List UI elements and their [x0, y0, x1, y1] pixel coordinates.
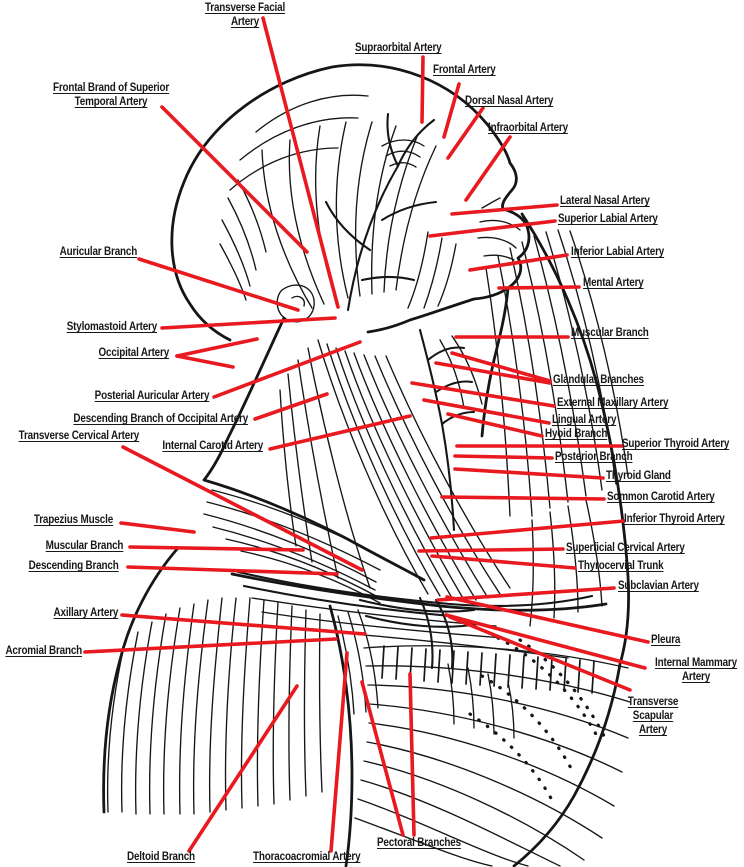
label-supraorbital-artery: Supraorbital Artery — [355, 42, 442, 54]
label-line-1: Internal Mammary — [655, 657, 737, 669]
label-deltoid-branch: Deltoid Branch — [127, 851, 195, 863]
leader-posterial-auricular-artery — [212, 340, 362, 399]
leader-posterior-branch — [453, 454, 554, 460]
label-muscular-branch-right: Muscular Branch — [571, 327, 649, 339]
label-trapezius-muscle: Trapezius Muscle — [33, 514, 113, 526]
label-descending-branch: Descending Branch — [29, 560, 119, 572]
leader-frontal-brand-of-superior-temporal-artery — [160, 105, 309, 254]
label-thyroid-gland: Thyroid Gland — [606, 470, 671, 482]
leader-glandular-branches-2 — [434, 361, 552, 385]
label-line-2: Artery — [638, 724, 668, 736]
label-pleura: Pleura — [651, 634, 681, 646]
leader-superficial-cervical-artery — [417, 547, 565, 553]
leader-pleura — [445, 595, 650, 644]
leader-thoracoacromial-artery — [329, 651, 349, 853]
leader-lateral-nasal-artery — [450, 203, 559, 216]
leader-mental-artery — [497, 285, 581, 290]
leader-frontal-artery — [442, 82, 461, 139]
label-infraorbital-artery: Infraorbital Artery — [488, 122, 568, 134]
label-inferior-thyroid-artery: Inferior Thyroid Artery — [624, 513, 725, 525]
leader-glandular-branches-1 — [450, 351, 552, 383]
leader-transverse-scapular-artery — [448, 615, 632, 692]
leader-dorsal-nasal-artery — [446, 106, 485, 160]
label-external-maxillary-artery: External Maxillary Artery — [557, 397, 669, 409]
leader-descending-branch — [126, 565, 339, 576]
leader-lines — [83, 16, 650, 853]
label-auricular-branch: Auricular Branch — [59, 246, 138, 258]
label-lateral-nasal-artery: Lateral Nasal Artery — [560, 195, 650, 207]
leader-deltoid-branch — [187, 684, 299, 853]
leader-thyroid-gland — [453, 467, 605, 480]
label-thyrocervial-trunk: Thyrocervial Trunk — [578, 560, 664, 572]
label-frontal-artery: Frontal Artery — [433, 64, 496, 76]
label-stylomastoid-artery: Stylomastoid Artery — [66, 321, 158, 333]
label-superficial-cervical-artery: Superficial Cervical Artery — [566, 542, 685, 554]
leader-thyrocervial-trunk — [430, 554, 577, 570]
label-sommon-carotid-artery: Sommon Carotid Artery — [607, 491, 715, 503]
leader-lingual-artery — [422, 398, 551, 425]
label-internal-carotid-artery: Internal Carotid Artery — [162, 440, 263, 452]
label-superior-thyroid-artery: Superior Thyroid Artery — [622, 438, 730, 450]
leader-occipital-artery-1 — [175, 337, 259, 358]
leader-pectoral-branches-2 — [408, 672, 416, 837]
label-muscular-branch-left: Muscular Branch — [45, 540, 123, 552]
label-posterior-branch: Posterior Branch — [555, 451, 633, 463]
label-dorsal-nasal-artery: Dorsal Nasal Artery — [465, 95, 554, 107]
label-line-1: Frontal Brand of Superior — [52, 82, 170, 94]
label-glandular-branches: Glandular Branches — [553, 374, 644, 386]
leader-acromial-branch — [83, 637, 338, 654]
label-inferior-labial-artery: Inferior Labial Artery — [571, 246, 665, 258]
label-thoracoacromial-artery: Thoracoacromial Artery — [253, 851, 361, 863]
leader-trapezius-muscle — [119, 521, 196, 534]
leader-infraorbital-artery — [464, 135, 512, 202]
leader-transverse-facial-artery — [261, 16, 340, 309]
label-posterial-auricular-artery: Posterial Auricular Artery — [94, 390, 209, 402]
leader-superior-labial-artery — [428, 219, 557, 238]
leader-sommon-carotid-artery — [440, 495, 606, 501]
leader-subclavian-artery — [436, 586, 616, 602]
leader-descending-branch-of-occipital-artery — [253, 392, 329, 421]
leader-inferior-thyroid-artery — [429, 519, 626, 540]
leader-pectoral-branches-1 — [360, 680, 405, 837]
label-line-2: Artery — [681, 671, 711, 683]
leader-occipital-artery-2 — [175, 354, 235, 369]
label-transverse-facial-artery: Transverse Facial Artery — [204, 2, 286, 28]
leader-hyoid-branch — [446, 412, 544, 438]
label-acromial-branch: Acromial Branch — [5, 645, 82, 657]
figure-lineart — [102, 63, 631, 867]
leader-internal-carotid-artery — [268, 414, 412, 451]
leader-external-maxillary-artery — [410, 381, 556, 408]
label-superior-labial-artery: Superior Labial Artery — [558, 213, 658, 225]
leader-muscular-branch-left — [128, 545, 305, 552]
leader-supraorbital-artery — [420, 55, 425, 124]
leader-transverse-cervical-artery — [121, 445, 364, 572]
label-axillary-artery: Axillary Artery — [53, 607, 118, 619]
label-pectoral-branches: Pectoral Branches — [377, 837, 461, 849]
leader-axillary-artery — [120, 613, 367, 636]
label-line-1: Transverse Scapular — [627, 696, 679, 722]
label-hyoid-branch: Hyoid Branch — [545, 428, 608, 440]
label-subclavian-artery: Subclavian Artery — [618, 580, 699, 592]
label-occipital-artery: Occipital Artery — [98, 347, 169, 359]
leader-inferior-labial-artery — [468, 253, 569, 272]
label-transverse-cervical-artery: Transverse Cervical Artery — [18, 430, 139, 442]
label-descending-branch-of-occipital-artery: Descending Branch of Occipital Artery — [73, 413, 248, 425]
label-mental-artery: Mental Artery — [583, 277, 644, 289]
label-lingual-artery: Lingual Artery — [552, 414, 617, 426]
leader-internal-mammary-artery — [444, 613, 647, 670]
leader-auricular-branch — [137, 257, 300, 312]
label-line-2: Temporal Artery — [74, 96, 148, 108]
leader-stylomastoid-artery — [160, 316, 337, 330]
